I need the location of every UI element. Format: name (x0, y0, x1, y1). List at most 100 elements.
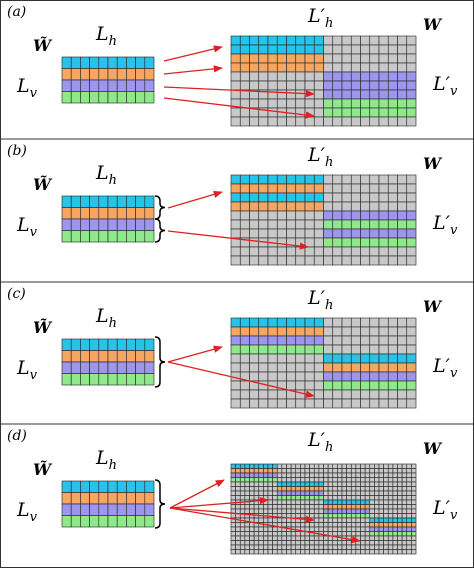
matrix-cell (304, 481, 310, 487)
matrix-cell (360, 255, 371, 266)
matrix-cell (374, 477, 380, 483)
matrix-cell (230, 80, 241, 91)
matrix-cell (239, 35, 250, 46)
matrix-cell (406, 362, 417, 373)
small-matrix (61, 480, 155, 528)
matrix-cell (323, 107, 334, 118)
matrix-cell (387, 71, 398, 82)
matrix-cell (341, 380, 352, 391)
matrix-cell (374, 526, 380, 532)
matrix-cell (406, 71, 417, 82)
matrix-cell (295, 116, 306, 127)
matrix-cell (378, 246, 389, 257)
matrix-cell (230, 174, 241, 185)
matrix-cell (406, 508, 412, 514)
matrix-cell (397, 44, 408, 55)
matrix-cell (378, 535, 384, 541)
big-matrix (230, 35, 417, 127)
matrix-cell (383, 517, 389, 523)
matrix-cell (374, 544, 380, 550)
matrix-cell (295, 535, 301, 541)
matrix-cell (230, 53, 241, 64)
matrix-cell (249, 335, 260, 346)
matrix-cell (364, 544, 371, 550)
matrix-cell (313, 522, 320, 528)
matrix-cell (360, 499, 366, 505)
matrix-cell (267, 71, 278, 82)
matrix-cell (397, 89, 408, 100)
matrix-cell (397, 98, 408, 109)
matrix-cell (327, 549, 334, 555)
matrix-cell (244, 472, 250, 478)
matrix-cell (364, 517, 371, 523)
matrix-cell (369, 326, 380, 337)
matrix-cell (369, 219, 380, 230)
matrix-cell (304, 255, 315, 266)
matrix-cell (378, 317, 389, 328)
matrix-cell (406, 531, 412, 537)
matrix-cell (276, 481, 283, 487)
matrix-cell (374, 517, 380, 523)
matrix-cell (239, 540, 246, 546)
matrix-cell (360, 495, 366, 501)
matrix-cell (239, 531, 246, 537)
matrix-cell (272, 544, 278, 550)
matrix-cell (378, 362, 389, 373)
matrix-cell (369, 107, 380, 118)
matrix-cell (332, 495, 338, 501)
matrix-cell (337, 540, 343, 546)
matrix-cell (61, 515, 72, 528)
matrix-cell (406, 89, 417, 100)
matrix-cell (249, 44, 260, 55)
matrix-cell (341, 326, 352, 337)
matrix-cell (350, 499, 357, 505)
matrix-cell (341, 35, 352, 46)
matrix-cell (337, 468, 343, 474)
matrix-cell (337, 486, 343, 492)
matrix-cell (235, 477, 241, 483)
matrix-cell (258, 362, 269, 373)
matrix-cell (350, 53, 361, 64)
matrix-cell (286, 472, 292, 478)
matrix-cell (107, 515, 118, 528)
matrix-cell (364, 508, 371, 514)
matrix-cell (369, 535, 375, 541)
matrix-cell (383, 535, 389, 541)
matrix-cell (249, 468, 255, 474)
matrix-cell (327, 495, 334, 501)
matrix-cell (313, 463, 320, 469)
matrix-cell (323, 255, 334, 266)
matrix-cell (318, 549, 324, 555)
matrix-cell (397, 335, 408, 346)
matrix-cell (304, 44, 315, 55)
matrix-cell (397, 174, 408, 185)
matrix-cell (295, 98, 306, 109)
matrix-cell (383, 526, 389, 532)
matrix-cell (313, 210, 324, 221)
matrix-cell (258, 504, 264, 510)
matrix-cell (323, 237, 334, 248)
matrix-cell (360, 317, 371, 328)
matrix-cell (397, 535, 403, 541)
matrix-cell (350, 35, 361, 46)
matrix-cell (346, 517, 352, 523)
matrix-cell (98, 503, 109, 516)
matrix-cell (387, 398, 398, 409)
matrix-cell (80, 480, 90, 493)
matrix-cell (374, 504, 380, 510)
matrix-cell (107, 207, 118, 220)
matrix-cell (89, 350, 100, 363)
matrix-cell (374, 549, 380, 555)
matrix-cell (267, 526, 273, 532)
matrix-cell (295, 486, 301, 492)
matrix-cell (346, 499, 352, 505)
matrix-cell (406, 513, 412, 519)
matrix-cell (323, 540, 329, 546)
matrix-cell (286, 504, 292, 510)
matrix-cell (364, 481, 371, 487)
matrix-cell (286, 463, 292, 469)
matrix-cell (135, 79, 146, 92)
matrix-cell (249, 353, 260, 364)
mapping-arrow (163, 86, 315, 98)
matrix-cell (239, 107, 250, 118)
